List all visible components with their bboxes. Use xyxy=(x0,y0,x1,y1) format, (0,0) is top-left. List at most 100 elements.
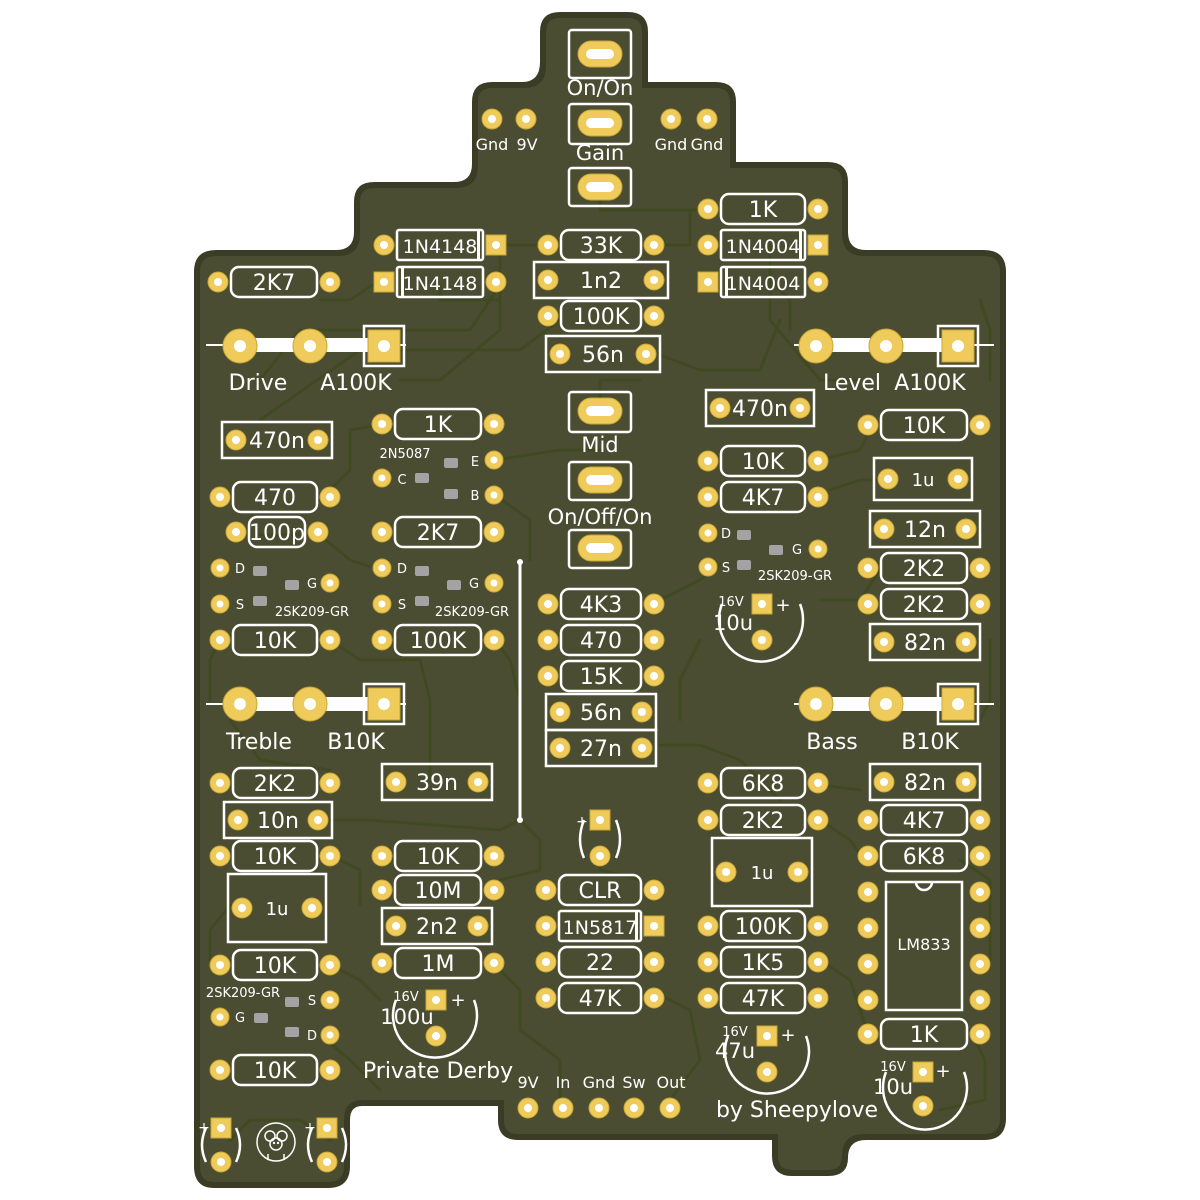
component-52: 82n xyxy=(868,762,982,802)
jfet-bottom-left-pin-d: D xyxy=(307,1029,317,1044)
component-8-label: 1N4004 xyxy=(726,236,801,258)
component-47-label: 2K2 xyxy=(742,809,784,834)
pot-bass-value: B10K xyxy=(901,730,959,755)
cap-10u-right: 16V 10u + xyxy=(713,593,805,663)
component-15: 10K xyxy=(209,623,341,657)
component-20: 56n xyxy=(544,692,658,732)
component-33-label: 10K xyxy=(254,845,297,870)
jfet-left-1: D S G 2SK209-GR xyxy=(210,558,349,620)
cap-corner-right: + xyxy=(304,1117,348,1173)
component-49-label: 100K xyxy=(735,915,792,940)
box-cap-26: 1u xyxy=(872,456,974,502)
cap-47u-plus: + xyxy=(780,1025,795,1046)
component-37: 39n xyxy=(380,762,494,802)
component-35-label: 10K xyxy=(254,954,297,979)
box-cap-26-label: 1u xyxy=(912,470,935,491)
component-8: 1N4004 xyxy=(697,228,829,262)
cap-10u-right-voltage: 16V xyxy=(718,595,744,610)
ic-lm833: LM833 xyxy=(857,880,991,1012)
component-53: 4K7 xyxy=(857,803,991,837)
component-37-label: 39n xyxy=(416,771,458,796)
component-33: 10K xyxy=(209,839,341,873)
component-23: 10K xyxy=(697,444,829,478)
component-18: 470 xyxy=(537,623,665,657)
switch-mid-label: Mid xyxy=(581,433,618,457)
component-10-label: 470n xyxy=(249,429,305,454)
component-46-label: 6K8 xyxy=(742,772,784,797)
components-layer: 2K71N41481N414833K1n2100K56n1K1N40041N40… xyxy=(207,192,991,1087)
component-31: 2K2 xyxy=(209,766,341,800)
component-3-label: 33K xyxy=(580,234,623,259)
box-cap-48: 1u xyxy=(710,836,814,908)
box-cap-34: 1u xyxy=(226,872,328,944)
board-credit: by Sheepylove xyxy=(716,1098,878,1123)
component-40-label: 2n2 xyxy=(416,915,458,940)
transistor-2n5087-label: 2N5087 xyxy=(379,447,430,462)
component-7-label: 1K xyxy=(749,198,778,223)
jfet-left-2-pin-s: S xyxy=(398,598,406,613)
copper-traces xyxy=(208,188,992,1142)
pot-level: Level A100K xyxy=(794,324,994,396)
component-0-label: 2K7 xyxy=(253,271,295,296)
jfet-left-1-pin-s: S xyxy=(236,598,244,613)
component-19-label: 15K xyxy=(580,665,623,690)
component-15-label: 10K xyxy=(254,629,297,654)
pot-drive-value: A100K xyxy=(320,371,392,396)
component-32: 10n xyxy=(222,800,334,840)
component-41: 1M xyxy=(371,946,505,980)
component-20-label: 56n xyxy=(580,701,622,726)
component-25: 10K xyxy=(857,408,991,442)
cap-10u-bottom-right-plus: + xyxy=(935,1061,950,1082)
pot-treble-name: Treble xyxy=(225,730,292,755)
component-54-label: 6K8 xyxy=(903,845,945,870)
component-28-label: 2K2 xyxy=(903,557,945,582)
io-label-in: In xyxy=(556,1073,571,1092)
component-42: CLR xyxy=(535,873,665,907)
jfet-right-label: 2SK209-GR xyxy=(758,569,832,584)
cap-100u-plus: + xyxy=(450,990,465,1011)
component-12: 100p xyxy=(225,515,329,549)
switch-on-off-on-label: On/Off/On xyxy=(548,505,653,529)
component-38-label: 10K xyxy=(417,845,460,870)
component-25-label: 10K xyxy=(903,414,946,439)
jfet-bottom-left: 2SK209-GR G S D xyxy=(206,986,340,1045)
switch-mid: Mid On/Off/On xyxy=(548,390,653,570)
io-label-gnd: Gnd xyxy=(583,1073,616,1092)
component-50: 1K5 xyxy=(697,945,829,979)
component-19: 15K xyxy=(537,659,665,693)
jfet-left-2-pin-g: G xyxy=(469,577,479,592)
ic-lm833-label: LM833 xyxy=(897,935,950,954)
power-label-9v: 9V xyxy=(516,135,537,154)
component-41-label: 1M xyxy=(422,952,455,977)
component-51: 47K xyxy=(697,981,829,1015)
component-14: 2K7 xyxy=(371,515,505,549)
cap-100u: 16V 100u + xyxy=(380,989,479,1059)
cap-47u-voltage: 16V xyxy=(722,1025,748,1040)
cap-corner-left-plus: + xyxy=(198,1120,210,1136)
io-label-out: Out xyxy=(656,1073,685,1092)
center-jumper xyxy=(517,559,523,823)
cap-100u-value: 100u xyxy=(380,1005,433,1029)
io-label-sw: Sw xyxy=(622,1073,645,1092)
pin-label-e: E xyxy=(471,455,479,470)
cap-10u-bottom-right: 16V 10u + xyxy=(873,1060,969,1131)
pin-label-b: B xyxy=(471,489,480,504)
pot-drive: Drive A100K xyxy=(206,324,406,396)
component-4-label: 1n2 xyxy=(580,269,622,294)
component-56: 1K xyxy=(857,1017,991,1051)
jfet-right-pin-d: D xyxy=(721,527,731,542)
component-4: 1n2 xyxy=(532,260,670,300)
component-24-label: 4K7 xyxy=(742,486,784,511)
component-16-label: 100K xyxy=(410,629,467,654)
component-46: 6K8 xyxy=(697,766,829,800)
cap-corner-right-plus: + xyxy=(304,1120,316,1136)
component-36: 10K xyxy=(209,1053,341,1087)
cap-10u-right-value: 10u xyxy=(713,611,753,635)
cap-10u-bottom-right-value: 10u xyxy=(873,1075,913,1099)
component-29-label: 2K2 xyxy=(903,593,945,618)
component-45: 47K xyxy=(535,981,665,1015)
component-38: 10K xyxy=(371,839,505,873)
component-28: 2K2 xyxy=(857,551,991,585)
jfet-bottom-left-pin-s: S xyxy=(308,994,316,1009)
